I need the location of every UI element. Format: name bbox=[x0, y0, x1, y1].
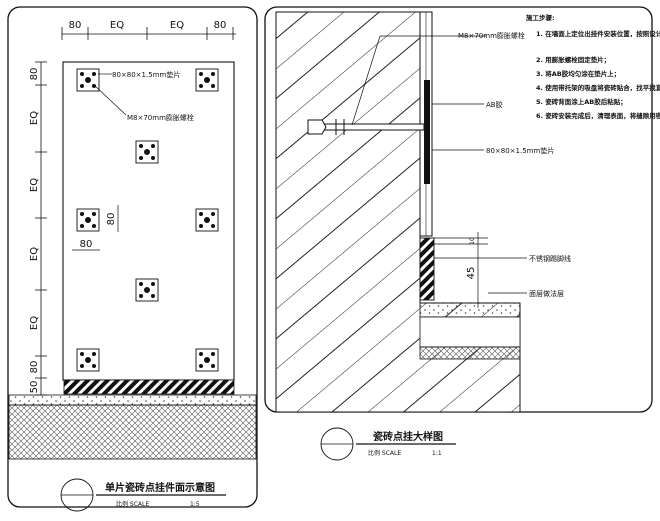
anchor-plate bbox=[135, 140, 159, 164]
bolt-hole bbox=[204, 217, 210, 223]
right-dim-45: 45 bbox=[466, 267, 477, 280]
bolt-hole bbox=[85, 77, 91, 83]
bolt-hole bbox=[92, 364, 96, 368]
bolt-hole bbox=[92, 212, 96, 216]
construction-notes: 施工步骤: 1. 在墙面上定位出挂件安装位置，按照设计要求使用冲击钻打孔，确定打… bbox=[526, 13, 660, 120]
bolt-hole bbox=[211, 364, 215, 368]
bolt-hole bbox=[144, 287, 150, 293]
bolt-hole bbox=[204, 357, 210, 363]
dim-top-3: EQ bbox=[170, 20, 184, 31]
bolt-hole bbox=[139, 156, 143, 160]
bolt-hole bbox=[80, 84, 84, 88]
dim-left-7: 50 bbox=[29, 381, 40, 394]
bolt-hole bbox=[211, 84, 215, 88]
right-dim-10: 10 bbox=[469, 237, 476, 245]
bolt-hole bbox=[151, 156, 155, 160]
bolt-hole bbox=[92, 84, 96, 88]
right-glue-label: AB胶 bbox=[486, 100, 503, 109]
right-plate-label: 80×80×1.5mm垫片 bbox=[486, 146, 554, 155]
left-title: 单片瓷砖点挂件面示意图 bbox=[105, 481, 215, 494]
bolt-hole bbox=[199, 72, 203, 76]
bolt-hole bbox=[151, 282, 155, 286]
left-scale-value: 1:5 bbox=[190, 501, 200, 508]
right-dims bbox=[434, 232, 488, 308]
left-floor-slab bbox=[8, 404, 257, 460]
dim-left-4: EQ bbox=[29, 247, 40, 261]
bolt-hole bbox=[85, 217, 91, 223]
right-glue-layer bbox=[424, 80, 430, 184]
bolt-hole bbox=[139, 294, 143, 298]
bolt-hole bbox=[151, 294, 155, 298]
right-bolt-label: M8×70mm膨胀螺栓 bbox=[458, 31, 525, 40]
bolt-hole bbox=[211, 72, 215, 76]
dim-top-4: 80 bbox=[214, 20, 227, 31]
bolt-hole bbox=[92, 352, 96, 356]
bolt-hole bbox=[80, 212, 84, 216]
left-bolt-label: M8×70mm膨胀螺栓 bbox=[127, 113, 194, 122]
left-skirting bbox=[63, 379, 235, 395]
note-5: 5. 瓷砖背面涂上AB胶后粘贴； bbox=[536, 97, 627, 106]
notes-heading: 施工步骤: bbox=[526, 13, 555, 22]
bolt-hole bbox=[151, 144, 155, 148]
right-skirting-label: 不锈钢踢脚线 bbox=[529, 254, 571, 263]
note-4: 4. 使用带托架的吸盘将瓷砖贴合，找平找直； bbox=[536, 83, 660, 92]
anchor-plate bbox=[76, 348, 100, 372]
dim-top-2: EQ bbox=[110, 20, 124, 31]
expansion-bolt bbox=[307, 119, 425, 135]
left-scale-label: 比例 SCALE bbox=[116, 500, 149, 508]
right-skirting bbox=[419, 237, 435, 301]
right-floor-finish bbox=[419, 302, 521, 318]
anchor-plates bbox=[76, 68, 219, 372]
right-scale-label: 比例 SCALE bbox=[368, 449, 401, 457]
right-scale-value: 1:1 bbox=[432, 450, 442, 457]
dim-left-2: EQ bbox=[29, 111, 40, 125]
bolt-hole bbox=[199, 352, 203, 356]
dim-left-3: EQ bbox=[29, 178, 40, 192]
top-dimension bbox=[61, 27, 236, 40]
bolt-hole bbox=[199, 364, 203, 368]
anchor-plate bbox=[195, 68, 219, 92]
dim-left-5: EQ bbox=[29, 316, 40, 330]
bolt-hole bbox=[139, 144, 143, 148]
bolt-hole bbox=[204, 77, 210, 83]
bolt-hole bbox=[211, 352, 215, 356]
bolt-hole bbox=[80, 224, 84, 228]
dim-left-1: 80 bbox=[29, 68, 40, 81]
bolt-hole bbox=[80, 364, 84, 368]
bolt-hole bbox=[85, 357, 91, 363]
mid-dim-v: 80 bbox=[106, 213, 117, 226]
anchor-plate bbox=[135, 278, 159, 302]
mid-dim-h: 80 bbox=[80, 239, 93, 250]
bolt-hole bbox=[144, 149, 150, 155]
bolt-hole bbox=[199, 224, 203, 228]
right-title: 瓷砖点挂大样图 bbox=[373, 430, 443, 443]
dim-left-6: 80 bbox=[29, 361, 40, 374]
right-floor-label: 面层做法层 bbox=[529, 289, 564, 298]
bolt-hole bbox=[199, 212, 203, 216]
dim-top-1: 80 bbox=[69, 20, 82, 31]
bolt-hole bbox=[92, 224, 96, 228]
note-6: 6. 瓷砖安装完成后，清理表面，将缝隙用密封胶填充，形成完美的整体效果。 bbox=[536, 111, 660, 120]
anchor-plate bbox=[195, 208, 219, 232]
note-1: 1. 在墙面上定位出挂件安装位置，按照设计要求使用冲击钻打孔，确定打孔的深度； bbox=[536, 29, 660, 38]
bolt-hole bbox=[92, 72, 96, 76]
note-3: 3. 将AB胶均匀涂在垫片上； bbox=[536, 69, 620, 78]
bolt-hole bbox=[211, 224, 215, 228]
anchor-plate bbox=[76, 68, 100, 92]
left-frame bbox=[7, 6, 258, 508]
bolt-hole bbox=[80, 72, 84, 76]
anchor-plate bbox=[76, 208, 100, 232]
bolt-hole bbox=[139, 282, 143, 286]
left-dimension bbox=[35, 61, 47, 396]
left-floor-finish bbox=[8, 394, 257, 406]
bolt-hole bbox=[211, 212, 215, 216]
bolt-hole bbox=[80, 352, 84, 356]
note-2: 2. 用膨胀螺栓固定垫片； bbox=[536, 55, 610, 64]
bolt-hole bbox=[199, 84, 203, 88]
anchor-plate bbox=[195, 348, 219, 372]
left-plate-label: 80×80×1.5mm垫片 bbox=[112, 70, 180, 79]
